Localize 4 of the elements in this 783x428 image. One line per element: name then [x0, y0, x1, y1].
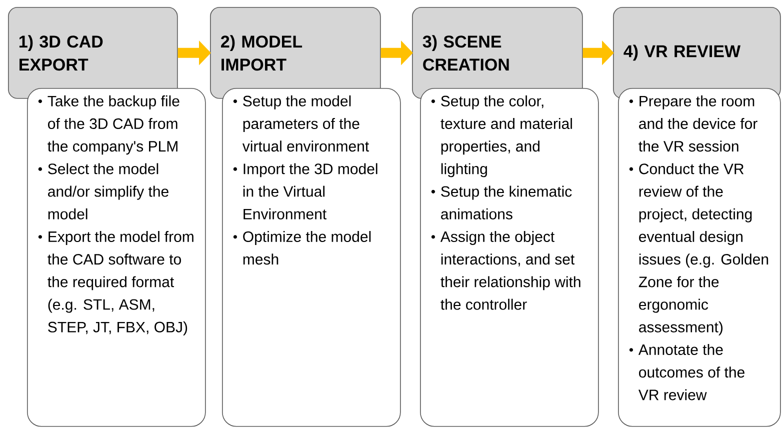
- bullet-list-box: Take the backup file of the 3D CAD from the company's PLM Select the model and/or simplify the model Export the model from the CAD software to the required format (e.g. STL, ASM, STEP, JT, FBX, OBJ): [27, 88, 206, 427]
- bullet-list-box: Setup the model parameters of the virtual environment Import the 3D model in the Virtual Environment Optimize the model mesh: [222, 88, 401, 427]
- bullet-list-box: Prepare the room and the device for the VR session Conduct the VR review of the project, detecting eventual design issues (e.g. Golden Zone for the ergonomic assessment) Annotate the outcomes of the VR review: [618, 88, 781, 427]
- bullet-list-box: Setup the color, texture and material properties, and lighting Setup the kinematic animations Assign the object interactions, and set their relationship with the controller: [420, 88, 599, 427]
